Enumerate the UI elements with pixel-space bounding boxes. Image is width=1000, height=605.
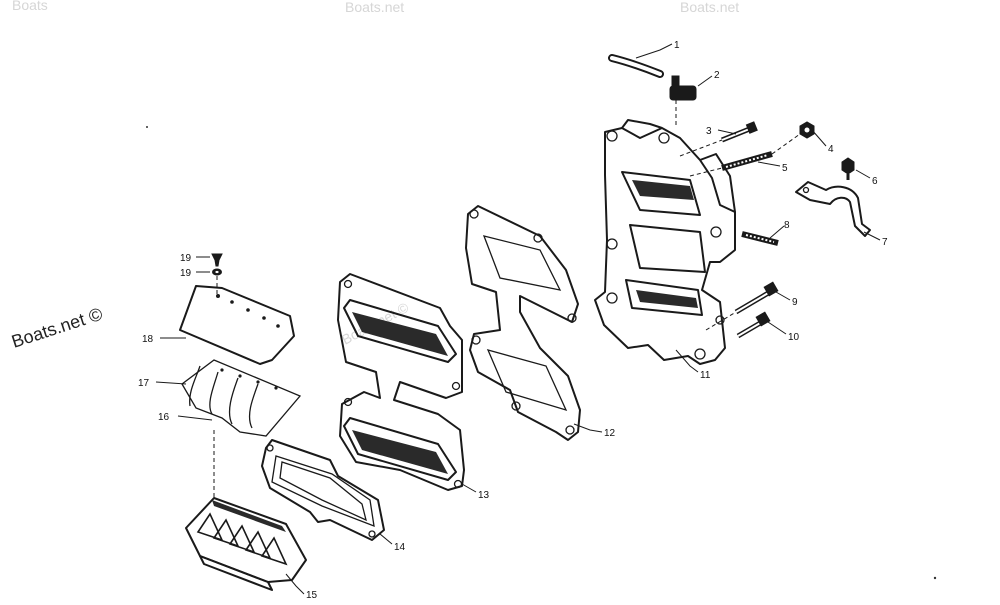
part-5-stud [689,151,773,177]
callout-10: 10 [788,332,800,343]
callout-9: 9 [792,297,798,308]
part-18-reed-stop [179,285,295,365]
callout-17: 17 [138,378,150,389]
callout-2: 2 [714,70,720,81]
watermark-main: Boats.net © [9,304,105,352]
part-7-clamp [795,181,871,237]
callout-14: 14 [394,542,406,553]
callout-3: 3 [706,126,712,137]
callout-6: 6 [872,176,878,187]
part-2-elbow-fitting [669,75,697,125]
callout-4: 4 [828,144,834,155]
watermark-top-center: Boats.net [345,0,404,15]
callout-5: 5 [782,163,788,174]
callout-7: 7 [882,237,888,248]
part-19-screw [211,253,223,267]
part-15-reed-block [185,430,307,591]
part-1-hose [608,54,664,78]
part-14-reed-gasket [261,439,385,541]
part-17-reed-petals [181,359,302,437]
callout-16: 16 [158,412,170,423]
leader-lines [155,43,881,595]
part-10-bolt [736,311,771,339]
part-4-nut [771,121,815,155]
callout-15: 15 [306,590,318,601]
callout-8: 8 [784,220,790,231]
watermark-top-right: Boats.net [680,0,739,15]
callout-18: 18 [142,334,154,345]
part-8-stud [741,231,779,246]
callout-labels: 1 2 3 4 5 6 7 8 9 10 11 12 13 14 15 16 1… [138,40,888,601]
part-6-screw [841,157,855,180]
callout-13: 13 [478,490,490,501]
part-9-bolt [705,281,779,331]
callout-19-screw: 19 [180,253,192,264]
part-12-gasket [465,205,581,441]
part-11-adapter-plate [594,119,736,365]
part-3-bolt [679,121,758,157]
watermark-top-left: Boats [12,0,48,13]
callout-11: 11 [700,370,711,381]
part-13-reed-housing [337,273,465,491]
callout-1: 1 [674,40,680,51]
part-19-washer [212,268,222,296]
callout-19-washer: 19 [180,268,192,279]
callout-12: 12 [604,428,616,439]
